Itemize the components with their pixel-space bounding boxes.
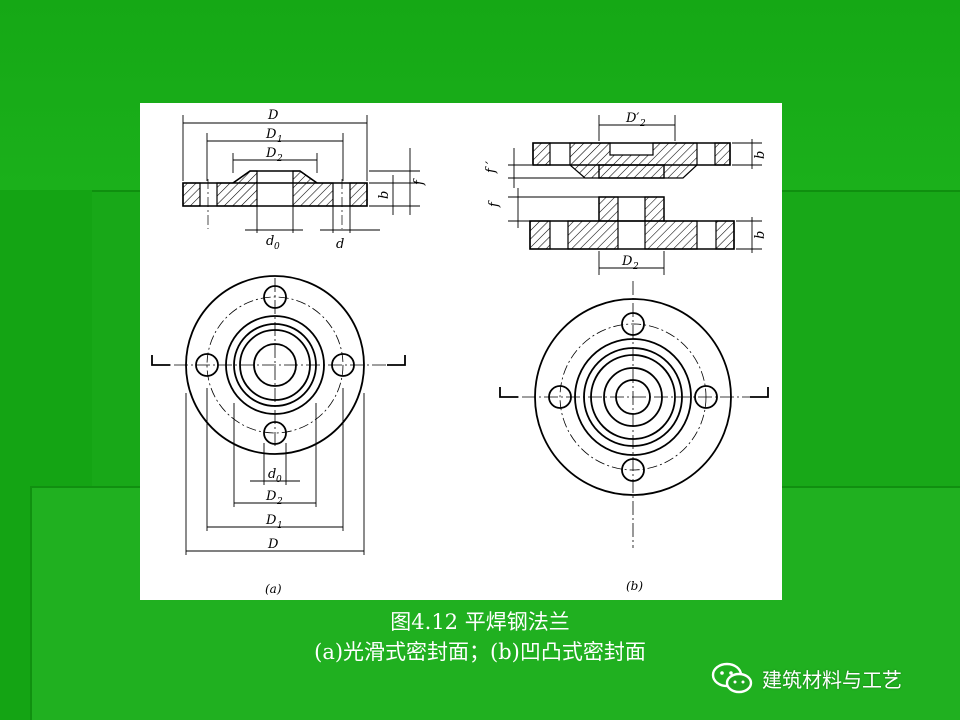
figure-caption-subtitle: (a)光滑式密封面；(b)凹凸式密封面 [314, 640, 646, 664]
dim-label-b-b2: b [753, 231, 768, 239]
dim-label-d1-sub: 1 [277, 135, 283, 145]
panel-a-plan [151, 275, 406, 555]
panel-a-plan-labels: d 0 D 2 D 1 D (a) [265, 467, 283, 596]
dim-label-b-f: f [487, 200, 502, 208]
dim-label-b-b1: b [753, 151, 768, 159]
figure-panel: D D 1 D 2 f b d 0 d [140, 103, 782, 600]
panel-a-section [182, 115, 420, 233]
watermark-text: 建筑材料与工艺 [762, 667, 902, 692]
dim-label-plan-d: D [267, 537, 279, 552]
dim-label-plan-d0: d [268, 467, 276, 482]
dim-label-b-d2: D [621, 254, 633, 269]
panel-b-plan [499, 281, 769, 548]
dim-label-d2-prime: D′ [625, 111, 639, 126]
dim-label-plan-d0-sub: 0 [276, 475, 282, 485]
dim-label-d-outer: D [267, 108, 279, 123]
panel-b-section-labels: D′ 2 D 2 f ′ f b b [484, 111, 768, 272]
wechat-icon [711, 662, 753, 694]
dim-label-d0-sub: 0 [274, 242, 280, 252]
dim-label-b: b [377, 191, 392, 199]
flange-drawing: D D 1 D 2 f b d 0 d [151, 108, 769, 596]
dim-label-d-hole: d [336, 237, 344, 252]
dim-label-f-prime: f ′ [484, 161, 499, 174]
dim-label-d2-sub: 2 [276, 154, 283, 164]
dim-label-d0: d [266, 234, 274, 249]
dim-label-plan-d2: D [265, 489, 277, 504]
watermark: 建筑材料与工艺 [710, 660, 902, 696]
dim-label-f: f [412, 178, 427, 186]
dim-label-plan-d1: D [265, 513, 277, 528]
panel-b-plan-labels: (b) [626, 579, 643, 593]
panel-a-section-labels: D D 1 D 2 f b d 0 d [265, 108, 427, 252]
panel-b-section [508, 115, 762, 275]
dim-label-b-d2-sub: 2 [632, 262, 639, 272]
panel-a-label: (a) [265, 582, 282, 596]
dim-label-plan-d1-sub: 1 [277, 521, 283, 531]
figure-caption-title: 图4.12 平焊钢法兰 [390, 610, 570, 634]
dim-label-d1: D [265, 127, 277, 142]
dim-label-d2: D [265, 146, 277, 161]
dim-label-d2-prime-sub: 2 [639, 119, 646, 129]
dim-label-plan-d2-sub: 2 [276, 497, 283, 507]
panel-b-label: (b) [626, 579, 643, 593]
